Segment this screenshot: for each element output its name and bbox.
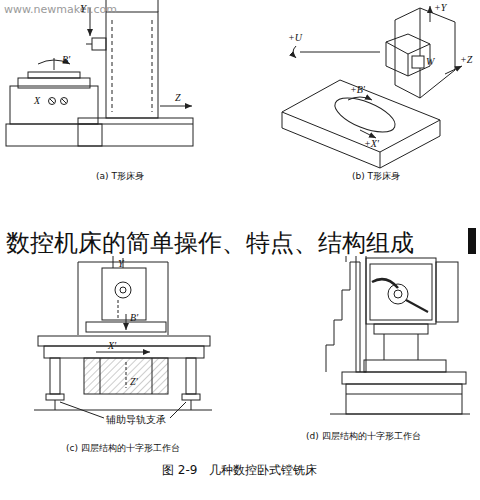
axis-label: Z (175, 92, 181, 103)
banner-bar (468, 228, 476, 254)
axis-label: B' (62, 54, 70, 65)
axis-label: +Y (434, 2, 446, 13)
axis-label: Z' (130, 376, 138, 387)
part-name: 辅助导轨支承 (106, 414, 166, 425)
axis-label: X (34, 95, 40, 106)
sub-caption: (a) T形床身 (96, 172, 144, 182)
axis-label: +U (288, 32, 302, 43)
machine-c (34, 250, 212, 418)
axis-label: Y (80, 2, 86, 14)
machine-b (282, 6, 462, 168)
axis-label: B' (130, 312, 138, 323)
axis-label: W (426, 56, 434, 67)
overlay-title: 数控机床的简单操作、特点、结构组成 (6, 230, 414, 256)
axis-label: +X' (364, 138, 379, 149)
axis-label: +B' (350, 84, 365, 95)
axis-label: Y (118, 258, 124, 269)
watermark: www.newmaker.com (4, 4, 117, 16)
figure-caption: 图 2-9 几种数控卧式镗铣床 (162, 464, 317, 477)
axis-label: +Z (460, 54, 472, 65)
axis-label: X' (108, 340, 116, 351)
sub-caption: (d) 四层结构的十字形工作台 (306, 432, 421, 442)
machine-d (326, 236, 470, 414)
sub-caption: (c) 四层结构的十字形工作台 (66, 444, 180, 454)
machine-a (6, 0, 193, 146)
sub-caption: (b) T形床身 (352, 172, 400, 182)
